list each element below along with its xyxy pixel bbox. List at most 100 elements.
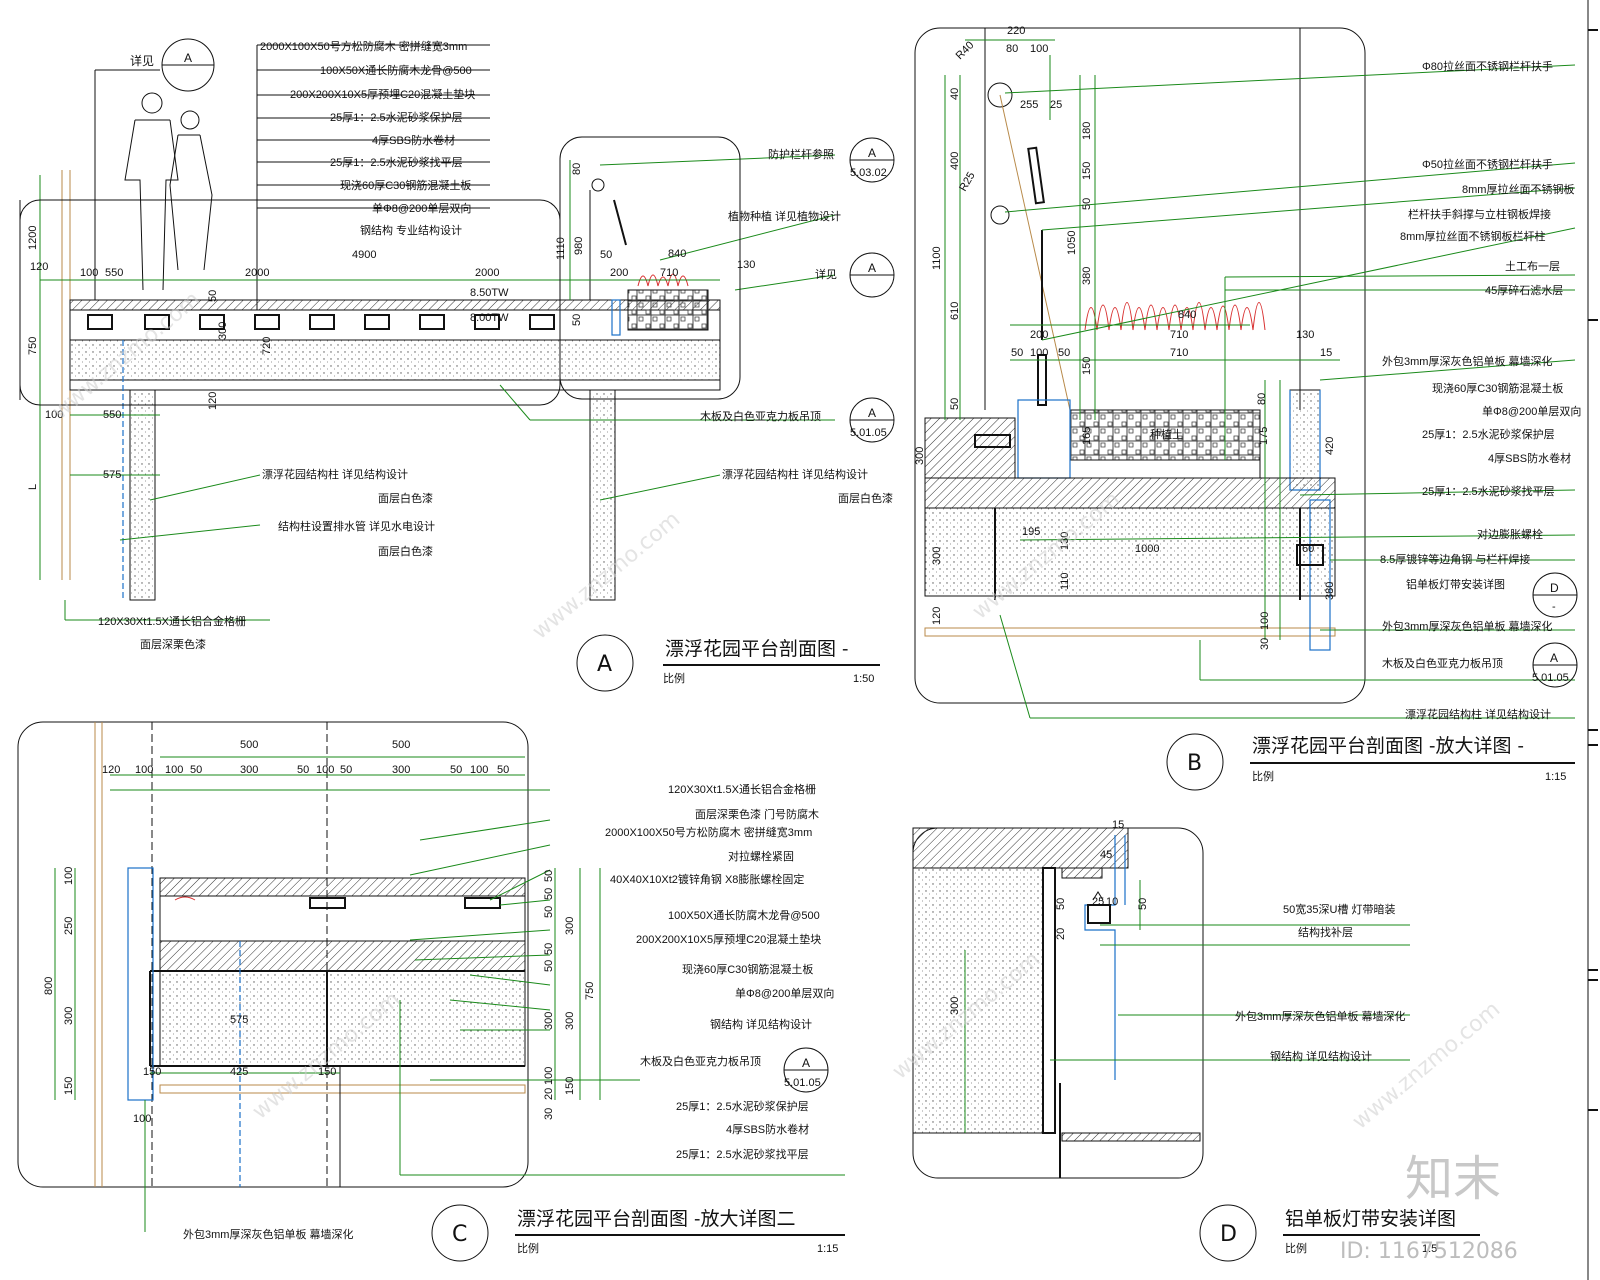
callout-text: 50宽35深U槽 灯带暗装 — [1283, 902, 1395, 916]
dim-text: 120 — [30, 261, 48, 273]
dim-text: 130 — [1296, 329, 1314, 341]
ref-railing[interactable]: A 5.03.02 — [849, 137, 895, 183]
elevation-text: 8.00TW — [470, 312, 509, 324]
panel-c: 120X30Xt1.5X通长铝合金格栅 面层深栗色漆 门号防腐木 2000X10… — [17, 721, 845, 1262]
ref-a[interactable]: A 5.01.05 — [1532, 642, 1578, 688]
dim-text: 120 — [931, 607, 943, 625]
dim-text: 100 — [1259, 612, 1271, 630]
dim-text: 50 — [190, 764, 202, 776]
panel-d-title: D 铝单板灯带安装详图 比例 1:5 — [1199, 1204, 1480, 1262]
dimension-lines — [39, 160, 720, 580]
scale-label: 比例 — [663, 671, 685, 685]
callout-text: 结构找补层 — [1298, 925, 1353, 939]
dim-text: 50 — [340, 764, 352, 776]
joist-blocks — [87, 314, 555, 330]
ref-detail[interactable]: A — [849, 252, 895, 298]
dim-text: 150 — [63, 1077, 75, 1095]
dim-text: 4900 — [352, 249, 376, 261]
dim-text: 550 — [105, 267, 123, 279]
dim-text: 150 — [564, 1077, 576, 1095]
dim-text: 50 — [571, 314, 583, 326]
title-symbol: D — [1220, 1222, 1237, 1247]
title-symbol: B — [1187, 751, 1202, 776]
callout-text: 现浇60厚C30钢筋混凝土板 — [1432, 381, 1563, 395]
dim-text: 300 — [564, 1012, 576, 1030]
dim-text: 195 — [1022, 526, 1040, 538]
callout-text: 铝单板灯带安装详图 — [1406, 577, 1505, 591]
plant-symbol — [1084, 302, 1266, 331]
callout-text: 120X30Xt1.5X通长铝合金格栅 — [98, 614, 246, 628]
dim-text: 300 — [63, 1007, 75, 1025]
scale-label: 比例 — [1252, 769, 1274, 783]
dim-text: 200 — [610, 267, 628, 279]
ref-letter: D — [1550, 581, 1559, 595]
panel-b: 种植土 Φ80拉丝面不锈钢栏杆扶手 Φ50拉丝面不锈钢栏杆扶手 8mm厚拉丝面不… — [914, 25, 1581, 791]
dim-text: 50 — [450, 764, 462, 776]
steel-structure — [924, 507, 1336, 597]
dim-text: 300 — [240, 764, 258, 776]
dim-text: 50 — [1058, 347, 1070, 359]
ref-code: 5.01.05 — [1532, 672, 1569, 684]
callout-text: Φ80拉丝面不锈钢栏杆扶手 — [1422, 59, 1553, 73]
dim-text: 710 — [660, 267, 678, 279]
callout-text: 结构柱设置排水管 详见水电设计 — [278, 519, 435, 533]
callout-text: 现浇60厚C30钢筋混凝土板 — [340, 178, 471, 192]
dimension-lines — [944, 39, 1340, 640]
panel-a-title: A 漂浮花园平台剖面图 - 比例 1:50 — [576, 634, 880, 692]
gravel-layer — [1069, 459, 1261, 479]
dim-text: 255 — [1020, 99, 1038, 111]
dim-text: 45 — [1100, 849, 1112, 861]
callout-text: 4厚SBS防水卷材 — [1488, 451, 1571, 465]
callout-text: 外包3mm厚深灰色铝单板 幕墙深化 — [183, 1227, 354, 1241]
dim-text: 200 — [1030, 329, 1048, 341]
panel-d: 50宽35深U槽 灯带暗装 结构找补层 外包3mm厚深灰色铝单板 幕墙深化 钢结… — [912, 819, 1480, 1262]
ref-ceiling-c[interactable]: A 5.01.05 — [783, 1047, 829, 1093]
ref-code: 5.01.05 — [850, 427, 887, 439]
scale-label: 比例 — [1285, 1241, 1307, 1255]
dim-text: R40 — [954, 39, 977, 62]
callout-text: 外包3mm厚深灰色铝单板 幕墙深化 — [1235, 1009, 1406, 1023]
callout-text: 面层白色漆 — [378, 544, 433, 558]
scale-value: 1:50 — [853, 673, 874, 685]
dim-text: 150 — [318, 1066, 336, 1078]
dim-text: 50 — [949, 398, 961, 410]
dim-text: 50 — [543, 943, 555, 955]
callout-text: 土工布一层 — [1505, 260, 1560, 273]
dim-text: 2000 — [245, 267, 269, 279]
dim-text: 40 — [949, 88, 961, 100]
dim-text: 120 — [207, 392, 219, 410]
dim-text: 575 — [230, 1014, 248, 1026]
callout-text: 木板及白色亚克力板吊顶 — [700, 409, 821, 423]
ref-ceiling[interactable]: A 5.01.05 — [849, 397, 895, 443]
dim-text: 50 — [543, 888, 555, 900]
dim-text: 220 — [1007, 25, 1025, 37]
dim-text: 50 — [543, 960, 555, 972]
people-silhouette — [124, 92, 213, 291]
callout-text: 单Φ8@200单层双向 — [372, 201, 471, 215]
dim-text: 250 — [63, 917, 75, 935]
dim-text: 130 — [737, 259, 755, 271]
dim-text: 750 — [27, 337, 39, 355]
dim-text: 150 — [1081, 357, 1093, 375]
dim-text: 500 — [240, 739, 258, 751]
ref-letter: A — [868, 261, 876, 275]
callout-text: 25厚1：2.5水泥砂浆找平层 — [330, 155, 463, 169]
dim-text: 380 — [1324, 582, 1336, 600]
dim-text: 20 — [1055, 928, 1067, 940]
callout-text: 25厚1：2.5水泥砂浆保护层 — [1422, 427, 1555, 441]
dimension-lines — [54, 756, 601, 1100]
ref-d[interactable]: D - — [1532, 572, 1578, 618]
ref-letter: A — [1550, 651, 1558, 665]
dim-text: 150 — [1081, 162, 1093, 180]
dim-text: 50 — [543, 870, 555, 882]
ceiling-layer — [69, 379, 721, 391]
dim-text: 300 — [543, 1012, 555, 1030]
scale-value: 1:5 — [1422, 1243, 1437, 1255]
dim-text: 800 — [43, 977, 55, 995]
detail-ref-a1[interactable]: A — [161, 38, 215, 92]
callout-text: 2000X100X50号方松防腐木 密拼缝宽3mm — [260, 39, 467, 53]
callout-text: 8mm厚拉丝面不锈钢板栏杆柱 — [1400, 229, 1545, 243]
callout-text: 4厚SBS防水卷材 — [372, 133, 455, 147]
callout-text: 25厚1：2.5水泥砂浆保护层 — [330, 110, 463, 124]
